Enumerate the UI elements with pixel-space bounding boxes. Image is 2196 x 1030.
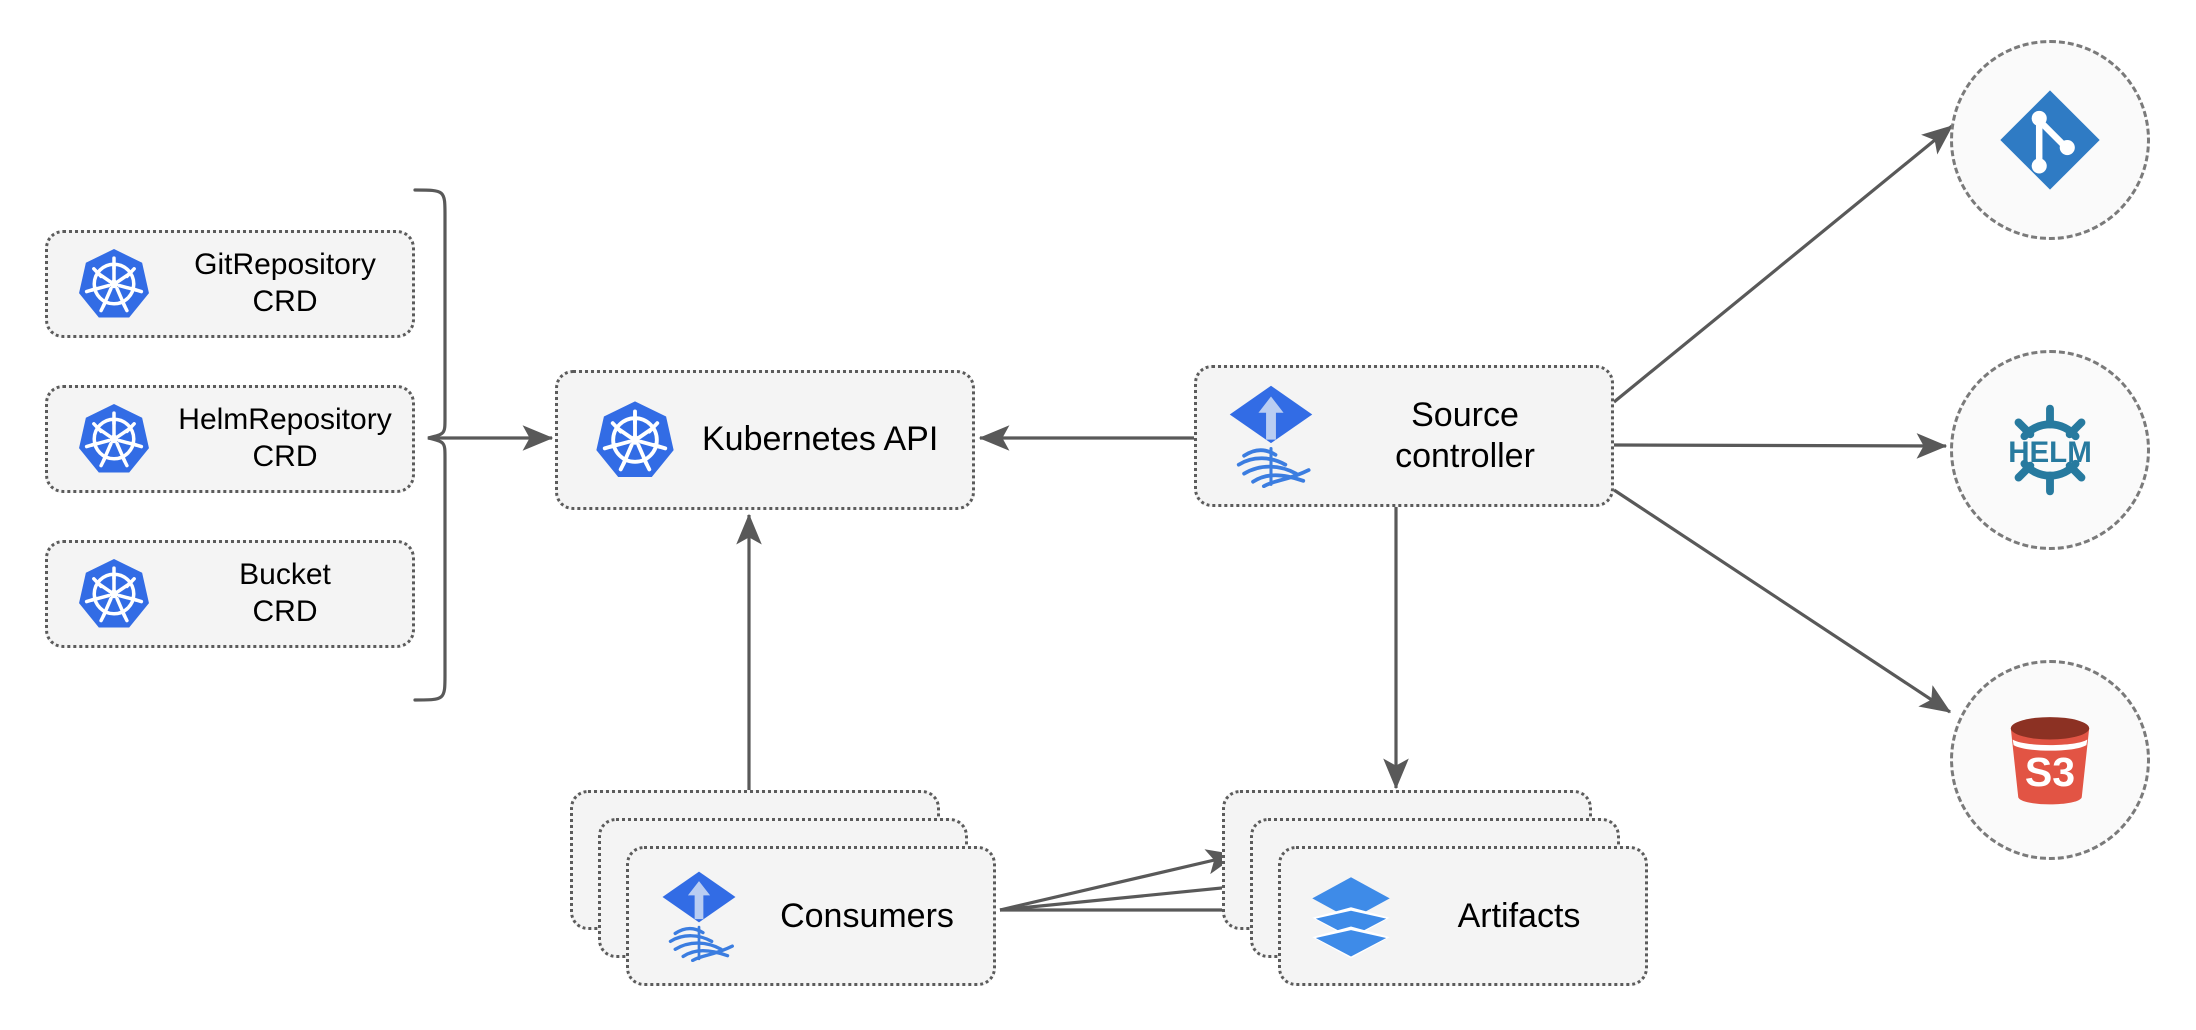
stack-layer-front[interactable]: Artifacts: [1278, 846, 1648, 986]
node-source-controller[interactable]: Source controller: [1194, 365, 1614, 507]
helm-wordmark: HELM: [2008, 436, 2092, 469]
crd-group-brace: [413, 188, 447, 702]
node-label: Source controller: [1395, 395, 1535, 475]
kubernetes-icon: [62, 556, 166, 632]
node-label: Consumers: [780, 896, 954, 935]
edge-consumers-to-artifacts-1: [999, 849, 1238, 912]
edge-source-to-s3: [1613, 488, 1952, 714]
kubernetes-icon: [62, 401, 166, 477]
external-source-s3[interactable]: S3: [1950, 660, 2150, 860]
node-label: GitRepository CRD: [194, 248, 376, 318]
node-helmrepository-crd[interactable]: HelmRepository CRD: [45, 385, 415, 493]
node-bucket-crd[interactable]: Bucket CRD: [45, 540, 415, 648]
s3-wordmark: S3: [2025, 749, 2075, 795]
node-label: Bucket CRD: [239, 558, 331, 628]
node-label: Artifacts: [1457, 896, 1581, 935]
stack-layer-front[interactable]: Consumers: [626, 846, 996, 986]
flux-icon: [647, 870, 751, 962]
external-source-helm[interactable]: HELM: [1950, 350, 2150, 550]
node-artifacts[interactable]: Artifacts: [1222, 790, 1652, 990]
edge-source-to-git: [1612, 124, 1954, 404]
layers-icon: [1299, 872, 1403, 960]
node-gitrepository-crd[interactable]: GitRepository CRD: [45, 230, 415, 338]
edge-source-to-helm: [1613, 433, 1948, 459]
flux-icon: [1215, 384, 1327, 488]
helm-icon: HELM: [1991, 391, 2109, 509]
node-label: Kubernetes API: [702, 420, 939, 459]
external-source-git[interactable]: [1950, 40, 2150, 240]
kubernetes-icon: [580, 398, 690, 482]
git-icon: [1996, 86, 2104, 194]
node-kubernetes-api[interactable]: Kubernetes API: [555, 370, 975, 510]
kubernetes-icon: [62, 246, 166, 322]
node-label: HelmRepository CRD: [178, 403, 392, 473]
node-consumers[interactable]: Consumers: [570, 790, 1000, 990]
edge-consumers-to-artifacts-2: [999, 874, 1264, 912]
s3-icon: S3: [1994, 704, 2106, 816]
